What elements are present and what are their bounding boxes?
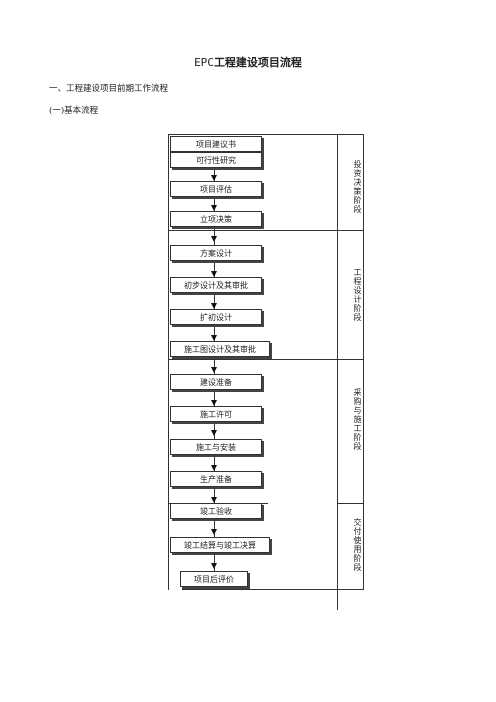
stage-separator	[337, 503, 363, 504]
stage-separator	[168, 359, 363, 360]
step-box: 建设准备	[170, 374, 262, 390]
arrow-down-icon	[211, 400, 217, 406]
title-prefix: EPC	[194, 56, 214, 69]
arrow-down-icon	[211, 529, 217, 535]
step-box: 初步设计及其审批	[170, 277, 262, 293]
arrow-down-icon	[211, 271, 217, 277]
step-box: 立项决策	[170, 211, 262, 227]
arrow-down-icon	[211, 497, 217, 503]
flow-left-border	[168, 134, 169, 590]
step-box: 施工与安装	[170, 439, 262, 455]
step-box: 生产准备	[170, 471, 262, 487]
step-box: 方案设计	[170, 245, 262, 261]
section-heading: 一、工程建设项目前期工作流程	[49, 84, 169, 94]
arrow-down-icon	[211, 335, 217, 341]
arrow-down-icon	[211, 303, 217, 309]
step-box: 项目后评价	[180, 571, 248, 587]
step-box: 可行性研究	[170, 152, 262, 168]
title-text: 工程建设项目流程	[213, 56, 302, 69]
step-box: 竣工结算与竣工决算	[170, 537, 270, 553]
step-box: 项目评估	[170, 181, 262, 197]
arrow-down-icon	[211, 205, 217, 211]
flow-top-border	[168, 134, 363, 135]
arrow-down-icon	[211, 175, 217, 181]
stage-label: 工程设计阶段	[353, 268, 362, 322]
stage-separator	[168, 230, 363, 231]
stage-label: 交付使用阶段	[353, 518, 362, 572]
arrow-down-icon	[211, 430, 217, 436]
arrow-down-icon	[211, 367, 217, 373]
stage-label: 投资决策阶段	[353, 160, 362, 214]
stage-divider	[337, 134, 338, 610]
stage-label: 采购与施工阶段	[353, 388, 362, 451]
step-box: 竣工验收	[170, 503, 262, 519]
step-box: 扩初设计	[170, 309, 262, 325]
flow-bottom-border	[182, 589, 363, 590]
arrow-down-icon	[211, 563, 217, 569]
page-title: EPC工程建设项目流程	[0, 54, 496, 70]
flow-connector	[214, 149, 215, 572]
subsection-heading: (一)基本流程	[49, 106, 99, 116]
arrow-down-icon	[211, 236, 217, 242]
step-box: 施工许可	[170, 406, 262, 422]
arrow-down-icon	[211, 465, 217, 471]
step-box: 项目建议书	[170, 136, 262, 152]
step-box: 施工图设计及其审批	[170, 341, 270, 357]
flow-right-border	[363, 134, 364, 590]
